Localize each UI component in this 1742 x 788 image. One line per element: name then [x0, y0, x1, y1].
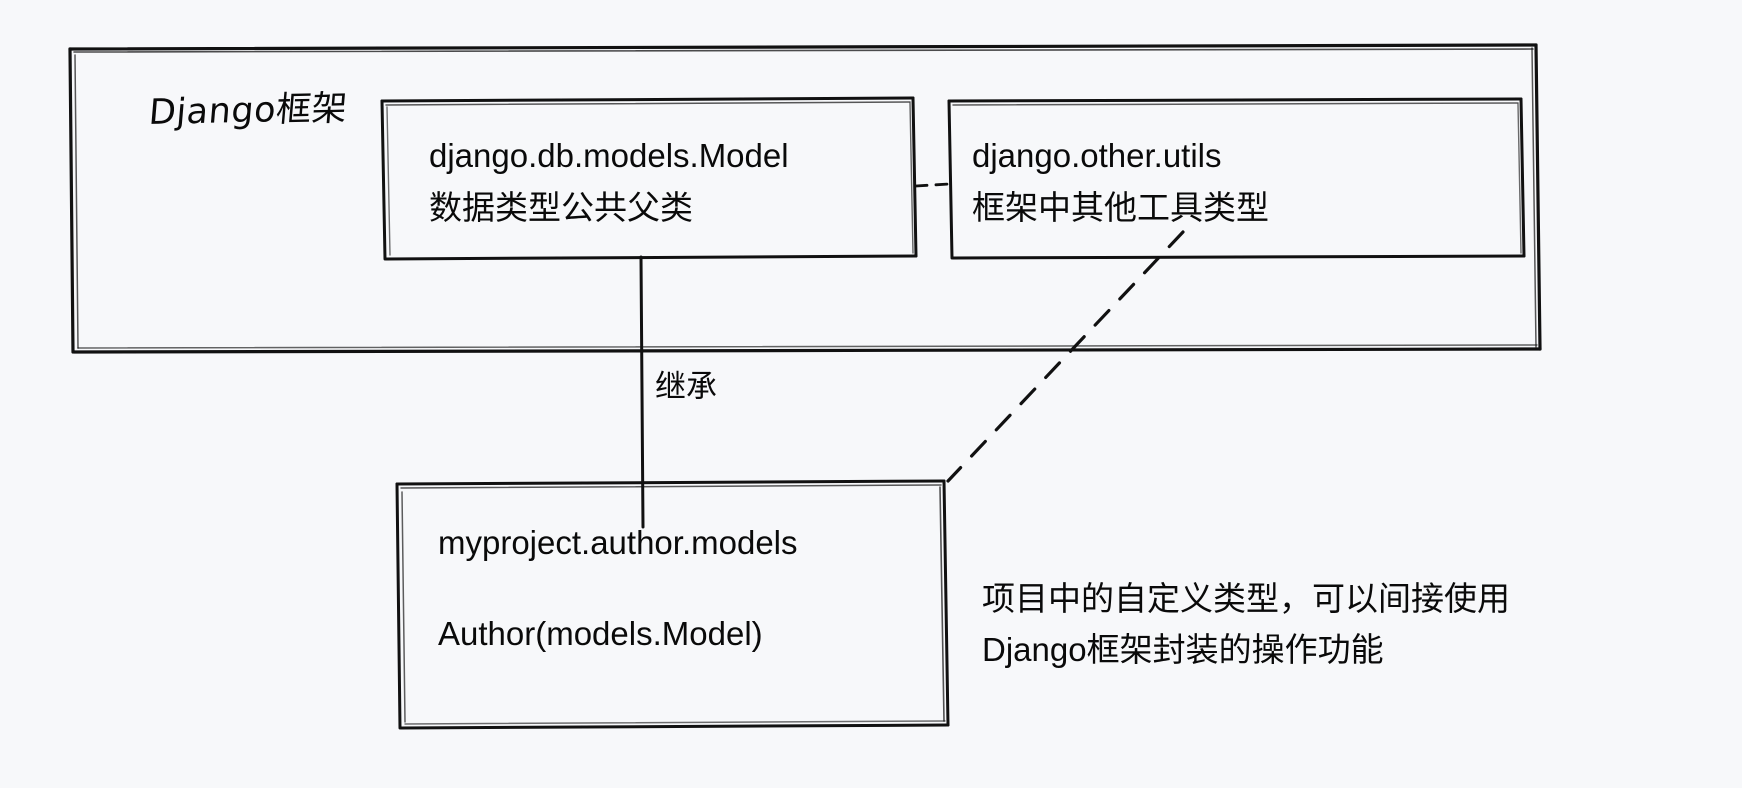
framework-title-label: Django框架: [147, 88, 349, 134]
inheritance-connector-label: 继承: [655, 369, 717, 404]
custom-type-note-line-2: Django框架封装的操作功能: [982, 631, 1384, 668]
myproject-author-models-line-1: myproject.author.models: [438, 524, 798, 561]
usage-connector-line: [946, 230, 1185, 483]
inheritance-connector-line: [639, 255, 645, 529]
custom-type-note-line-1: 项目中的自定义类型，可以间接使用: [982, 580, 1510, 617]
sibling-connector-line: [914, 182, 951, 188]
django-other-utils-outline: [947, 97, 1526, 260]
django-models-model-line-2: 数据类型公共父类: [429, 189, 693, 226]
myproject-author-models-outline: [395, 479, 950, 730]
django-other-utils-line-2: 框架中其他工具类型: [972, 189, 1269, 226]
django-models-model-outline: [380, 96, 918, 261]
django-models-model-line-1: django.db.models.Model: [429, 137, 789, 174]
django-other-utils-line-1: django.other.utils: [972, 137, 1222, 174]
myproject-author-models-line-2: Author(models.Model): [438, 615, 763, 652]
